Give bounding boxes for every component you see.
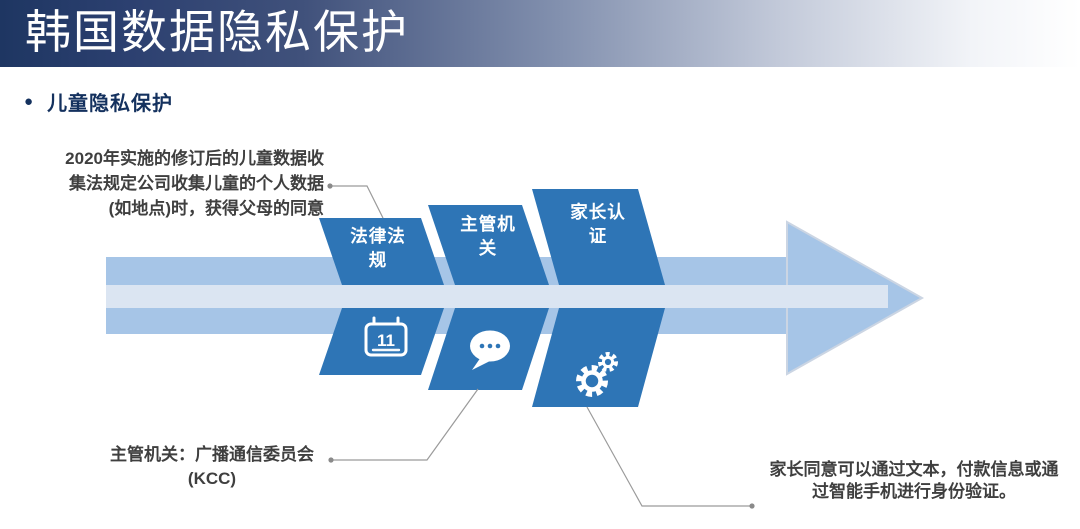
gears-icon [576,352,618,397]
slide-title: 韩国数据隐私保护 [25,5,409,59]
title-banner: 韩国数据隐私保护 [0,0,1080,67]
step1-bottom-shape [319,308,444,375]
connector-bottom-right [586,406,755,509]
step1-label: 法律法 规 [350,226,406,270]
bullet-icon: ● [24,93,34,110]
annotation-law-2020: 2020年实施的修订后的儿童数据收 集法规定公司收集儿童的个人数据 (如地点)时… [65,149,324,218]
annotation-parent-consent: 家长同意可以通过文本，付款信息或通 过智能手机进行身份验证。 [769,460,1059,501]
calendar-day: 11 [377,331,395,350]
step3-top-shape [532,189,665,285]
step2-label: 主管机 关 [460,214,516,258]
step2-top-shape [428,205,549,285]
step3-label: 家长认 证 [570,202,626,246]
annotation-kcc: 主管机关：广播通信委员会 (KCC) [110,445,314,488]
connector-top-left [327,183,384,219]
calendar-icon: 11 [364,316,408,357]
section-heading: ● 儿童隐私保护 [24,87,173,116]
section-heading-text: 儿童隐私保护 [47,91,174,115]
connector-bottom-left [328,388,479,463]
arrow-highlight-stripe [106,285,888,308]
step3-bottom-shape [532,308,665,407]
step1-top-shape [319,218,444,285]
speech-bubble-icon [470,330,510,370]
